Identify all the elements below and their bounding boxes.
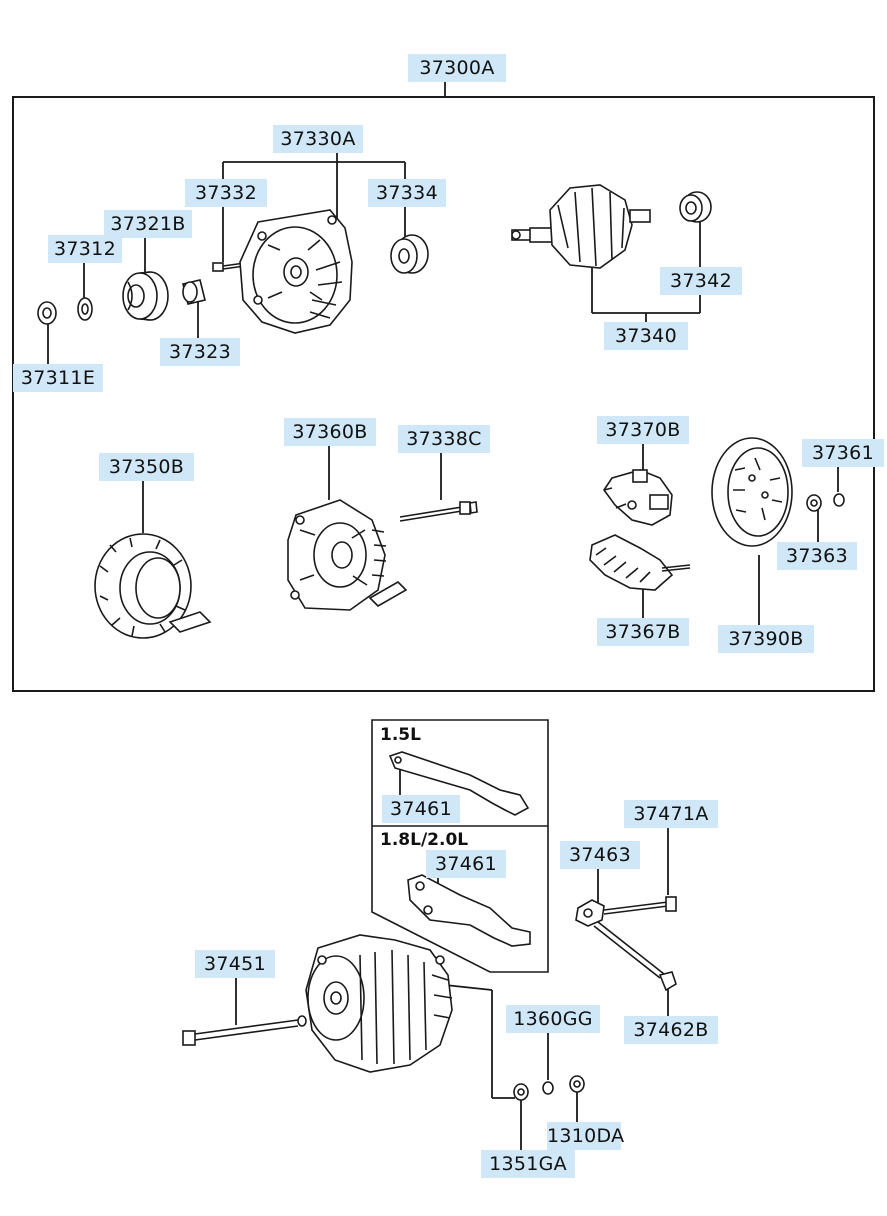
bearing-37334[interactable] [390,234,429,274]
rotor-37340[interactable] [511,184,651,269]
label-37311e[interactable]: 37311E [13,364,103,392]
label-37323[interactable]: 37323 [160,338,240,366]
bearing-37342[interactable] [679,191,712,223]
adjust-plate-37463[interactable] [575,899,605,927]
front-bracket-37330a[interactable] [239,209,353,334]
variant-label-1-8l: 1.8L/2.0L [380,830,469,850]
through-bolt-37338c[interactable] [399,501,478,522]
label-37334[interactable]: 37334 [368,179,446,207]
label-37338c[interactable]: 37338C [398,425,490,453]
variant-label-1-5l: 1.5L [380,725,421,745]
label-37363[interactable]: 37363 [777,542,857,570]
alternator-assembly[interactable] [305,934,453,1073]
label-37340[interactable]: 37340 [604,322,688,350]
label-37471a[interactable]: 37471A [624,800,718,828]
label-37361[interactable]: 37361 [802,439,884,467]
label-37321b[interactable]: 37321B [104,210,192,238]
label-37330a[interactable]: 37330A [273,125,363,153]
rectifier-37367b[interactable] [589,534,691,591]
label-37342[interactable]: 37342 [660,267,742,295]
nut-1310da[interactable] [569,1075,585,1093]
label-37461-1-5l[interactable]: 37461 [382,795,460,823]
label-37312[interactable]: 37312 [48,235,122,263]
washer-1360gg[interactable] [542,1081,554,1095]
label-37461-1-8l[interactable]: 37461 [426,850,506,878]
spacer-37323[interactable] [182,279,206,305]
washer-1351ga[interactable] [513,1083,529,1101]
label-37451[interactable]: 37451 [195,950,275,978]
assembly-frame [12,96,875,692]
label-1351ga[interactable]: 1351GA [481,1150,575,1178]
pulley-37321b[interactable] [122,271,169,321]
washer-37363[interactable] [806,494,822,512]
mount-bolt-37451[interactable] [182,1015,307,1046]
adjust-bolt-37471a[interactable] [603,896,677,915]
washer-37312[interactable] [77,297,93,321]
rear-cover-37390b[interactable] [711,437,793,547]
label-1360gg[interactable]: 1360GG [506,1005,600,1033]
label-1310da[interactable]: 1310DA [547,1122,624,1150]
nut-37311e[interactable] [37,301,57,325]
rear-bracket-37360b[interactable] [287,499,408,611]
label-37332[interactable]: 37332 [185,179,267,207]
stator-37350b[interactable] [94,533,212,639]
label-37367b[interactable]: 37367B [597,618,689,646]
bracket-variant-panel [371,719,549,973]
bracket-1-8l[interactable] [407,874,531,947]
nut-37361[interactable] [833,493,845,507]
label-37350b[interactable]: 37350B [99,453,194,481]
label-37300a[interactable]: 37300A [408,54,506,82]
label-37370b[interactable]: 37370B [597,416,689,444]
bracket-1-5l[interactable] [388,751,530,816]
label-37390b[interactable]: 37390B [718,625,814,653]
label-37463[interactable]: 37463 [560,841,640,869]
brush-holder-37370b[interactable] [603,469,673,526]
label-37360b[interactable]: 37360B [284,418,376,446]
label-37462b[interactable]: 37462B [624,1016,718,1044]
adjust-bolt-37462b[interactable] [593,921,677,992]
